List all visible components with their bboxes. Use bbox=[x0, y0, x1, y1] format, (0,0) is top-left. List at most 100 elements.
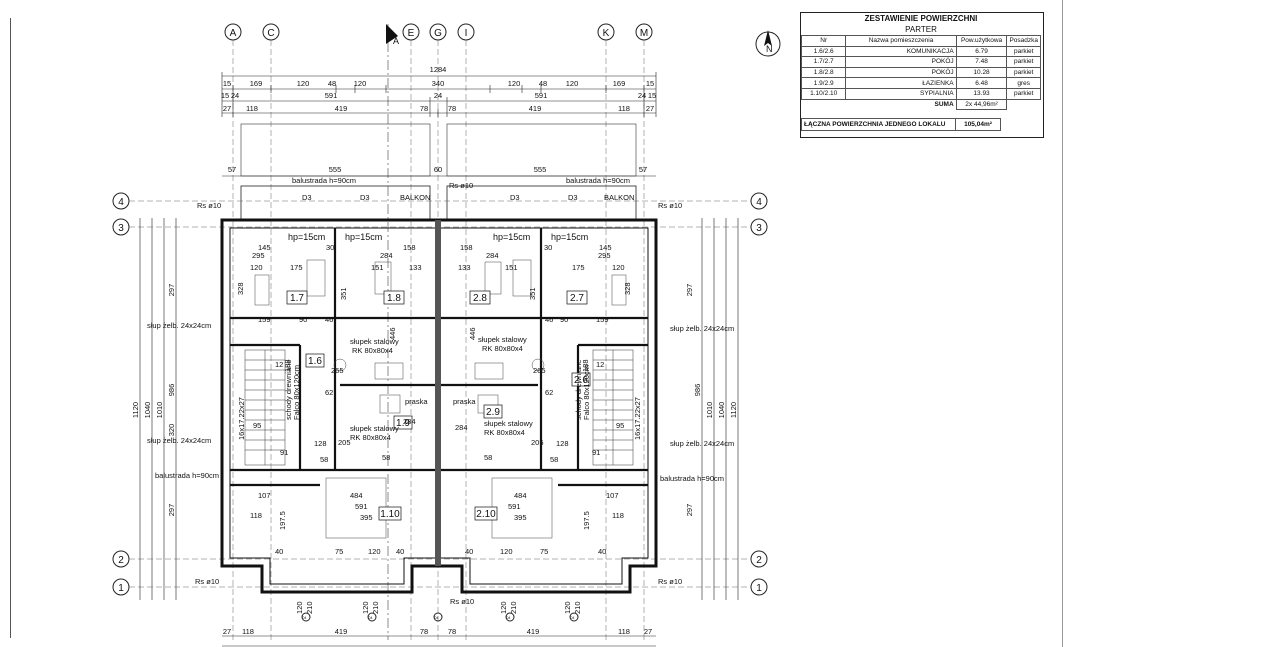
side-dim-right-1040: 1040 bbox=[717, 402, 726, 419]
north-arrow-icon: N bbox=[755, 30, 781, 57]
svg-text:40: 40 bbox=[275, 547, 283, 556]
svg-text:484: 484 bbox=[514, 491, 527, 500]
room-2-10: 2.10 bbox=[476, 509, 496, 520]
area-summary-main: ZESTAWIENIE POWIERZCHNI PARTER Nr Nazwa … bbox=[800, 13, 1041, 111]
svg-text:210: 210 bbox=[371, 601, 380, 614]
svg-text:120: 120 bbox=[361, 601, 370, 614]
opening-d4-4: D4 bbox=[506, 616, 511, 620]
svg-text:158: 158 bbox=[460, 243, 473, 252]
opening-d4-2: D4 bbox=[368, 616, 373, 620]
room-1-8: 1.8 bbox=[387, 293, 401, 304]
axis-label-g: G bbox=[434, 28, 442, 39]
svg-text:151: 151 bbox=[371, 263, 384, 272]
steel-post-4-l2: RK 80x80x4 bbox=[484, 428, 525, 437]
legend-subtitle: PARTER bbox=[801, 24, 1041, 36]
svg-text:145: 145 bbox=[258, 243, 271, 252]
dim-row3-7: 118 bbox=[618, 104, 630, 113]
opening-d4-5: D4 bbox=[570, 616, 575, 620]
svg-text:210: 210 bbox=[305, 601, 314, 614]
praska-right: praska bbox=[453, 397, 476, 406]
sheet-frame-right bbox=[1062, 0, 1063, 647]
room-2-7: 2.7 bbox=[570, 293, 584, 304]
dim-top-8: 48 bbox=[539, 79, 547, 88]
axis-label-3-left: 3 bbox=[118, 223, 124, 234]
svg-text:58: 58 bbox=[320, 455, 328, 464]
legend-header-row: Nr Nazwa pomieszczenia Pow.użytkowa Posa… bbox=[800, 35, 1041, 47]
stairs-count-left: 16x17.22x27 bbox=[237, 397, 246, 440]
north-label: N bbox=[766, 44, 773, 54]
side-dim-left-1040: 1040 bbox=[143, 402, 152, 419]
legend-total: ŁĄCZNA POWIERZCHNIA JEDNEGO LOKALU 105,0… bbox=[801, 118, 1001, 132]
room-2-9: 2.9 bbox=[486, 407, 500, 418]
steel-post-1-l2: RK 80x80x4 bbox=[352, 346, 393, 355]
svg-text:62: 62 bbox=[325, 388, 333, 397]
section-marker: A bbox=[386, 24, 399, 640]
column-label-4: słup żelb. 24x24cm bbox=[670, 439, 734, 448]
dim-top-9: 120 bbox=[566, 79, 579, 88]
svg-text:120: 120 bbox=[499, 601, 508, 614]
party-wall bbox=[435, 220, 441, 566]
balustrade-left: balustrada h=90cm bbox=[155, 471, 219, 480]
svg-text:210: 210 bbox=[573, 601, 582, 614]
side-dim-right-1120: 1120 bbox=[729, 402, 738, 418]
dim-row2-5: 591 bbox=[535, 91, 548, 100]
svg-text:205: 205 bbox=[338, 438, 351, 447]
dim-row2-1: 15 bbox=[221, 91, 229, 100]
side-dim-left-320: 320 bbox=[167, 424, 176, 437]
dim-top-3: 120 bbox=[297, 79, 310, 88]
room-1-7: 1.7 bbox=[290, 293, 304, 304]
svg-text:284: 284 bbox=[380, 251, 393, 260]
dim-row3-1: 27 bbox=[223, 104, 231, 113]
svg-text:351: 351 bbox=[339, 287, 348, 300]
dim-balc-1: 57 bbox=[228, 165, 236, 174]
dim-top-11: 15 bbox=[646, 79, 654, 88]
svg-text:95: 95 bbox=[616, 421, 624, 430]
side-dim-right-1010: 1010 bbox=[705, 402, 714, 419]
steel-post-3-l1: słupek stalowy bbox=[350, 424, 399, 433]
svg-text:120: 120 bbox=[368, 547, 381, 556]
room-2-6: 2.6 bbox=[574, 375, 588, 386]
svg-text:395: 395 bbox=[360, 513, 373, 522]
rs-label-1: Rs ø10 bbox=[197, 201, 221, 210]
svg-text:197.5: 197.5 bbox=[582, 511, 591, 530]
svg-text:175: 175 bbox=[290, 263, 303, 272]
svg-text:118: 118 bbox=[242, 627, 254, 636]
axis-label-i: I bbox=[465, 28, 468, 39]
sheet-frame-left bbox=[10, 18, 11, 638]
svg-text:284: 284 bbox=[403, 417, 416, 426]
svg-text:446: 446 bbox=[388, 327, 397, 340]
rs-label-6: Rs ø10 bbox=[658, 577, 682, 586]
svg-text:419: 419 bbox=[527, 627, 540, 636]
steel-post-3-l2: RK 80x80x4 bbox=[350, 433, 391, 442]
dim-overall: 1284 bbox=[430, 65, 447, 74]
svg-text:40: 40 bbox=[465, 547, 473, 556]
svg-text:27: 27 bbox=[223, 627, 231, 636]
balustrade-right: balustrada h=90cm bbox=[660, 474, 724, 483]
svg-text:27: 27 bbox=[644, 627, 652, 636]
axis-label-2-right: 2 bbox=[756, 555, 762, 566]
axis-label-2-left: 2 bbox=[118, 555, 124, 566]
svg-text:75: 75 bbox=[540, 547, 548, 556]
opening-d4-3: D4 bbox=[434, 616, 439, 620]
dim-row2-6: 24 bbox=[638, 91, 646, 100]
svg-text:145: 145 bbox=[599, 243, 612, 252]
side-dim-right-297a: 297 bbox=[685, 284, 694, 297]
svg-text:133: 133 bbox=[409, 263, 422, 272]
hp-label-4: hp=15cm bbox=[551, 232, 588, 242]
dim-top-1: 15 bbox=[223, 79, 231, 88]
svg-text:328: 328 bbox=[236, 282, 245, 295]
svg-text:419: 419 bbox=[335, 627, 348, 636]
opening-d3-1: D3 bbox=[302, 193, 312, 202]
hp-label-1: hp=15cm bbox=[288, 232, 325, 242]
svg-text:40: 40 bbox=[598, 547, 606, 556]
stairs-label-left-1: schody drewniane bbox=[284, 360, 293, 420]
axis-label-4-left: 4 bbox=[118, 197, 124, 208]
svg-text:95: 95 bbox=[253, 421, 261, 430]
svg-text:591: 591 bbox=[355, 502, 368, 511]
rs-label-4: Rs ø10 bbox=[195, 577, 219, 586]
svg-text:265: 265 bbox=[533, 366, 546, 375]
svg-text:90: 90 bbox=[299, 315, 307, 324]
